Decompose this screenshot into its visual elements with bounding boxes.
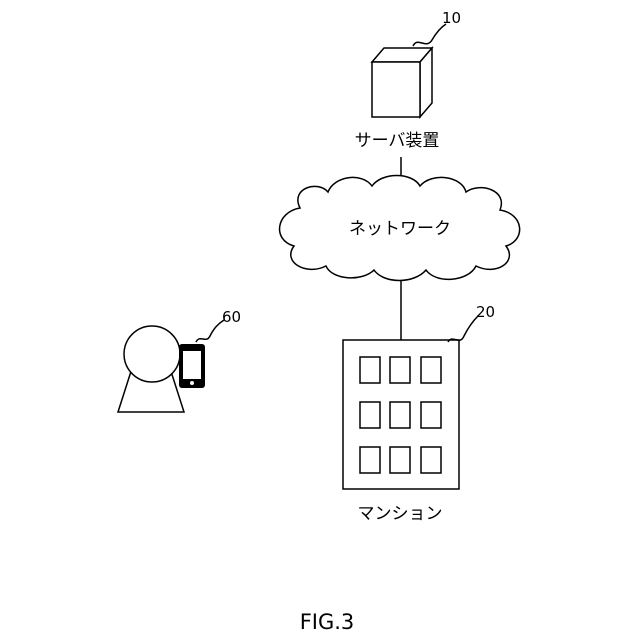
server-leader-line [413, 24, 446, 46]
building-window [390, 447, 410, 473]
user-head [124, 326, 180, 382]
server-device [372, 48, 432, 117]
building-window [390, 402, 410, 428]
building-window [360, 447, 380, 473]
building-window [421, 402, 441, 428]
building-window [360, 402, 380, 428]
user-reference-number: 60 [222, 308, 241, 326]
server-label: サーバ装置 [355, 131, 440, 151]
smartphone-icon [179, 344, 205, 388]
building-window [421, 447, 441, 473]
building-window [390, 357, 410, 383]
network-label: ネットワーク [349, 219, 451, 239]
user [118, 326, 184, 412]
building-windows [360, 357, 441, 473]
building-leader-line [448, 316, 478, 342]
smartphone-button [190, 381, 194, 385]
user-leader-line [196, 320, 224, 342]
building-window [421, 357, 441, 383]
building-reference-number: 20 [476, 303, 495, 321]
server-front-face [372, 62, 420, 117]
server-reference-number: 10 [442, 9, 461, 27]
building-label: マンション [358, 504, 443, 524]
figure-caption: FIG.3 [300, 610, 355, 634]
smartphone-screen [183, 351, 201, 379]
building-window [360, 357, 380, 383]
